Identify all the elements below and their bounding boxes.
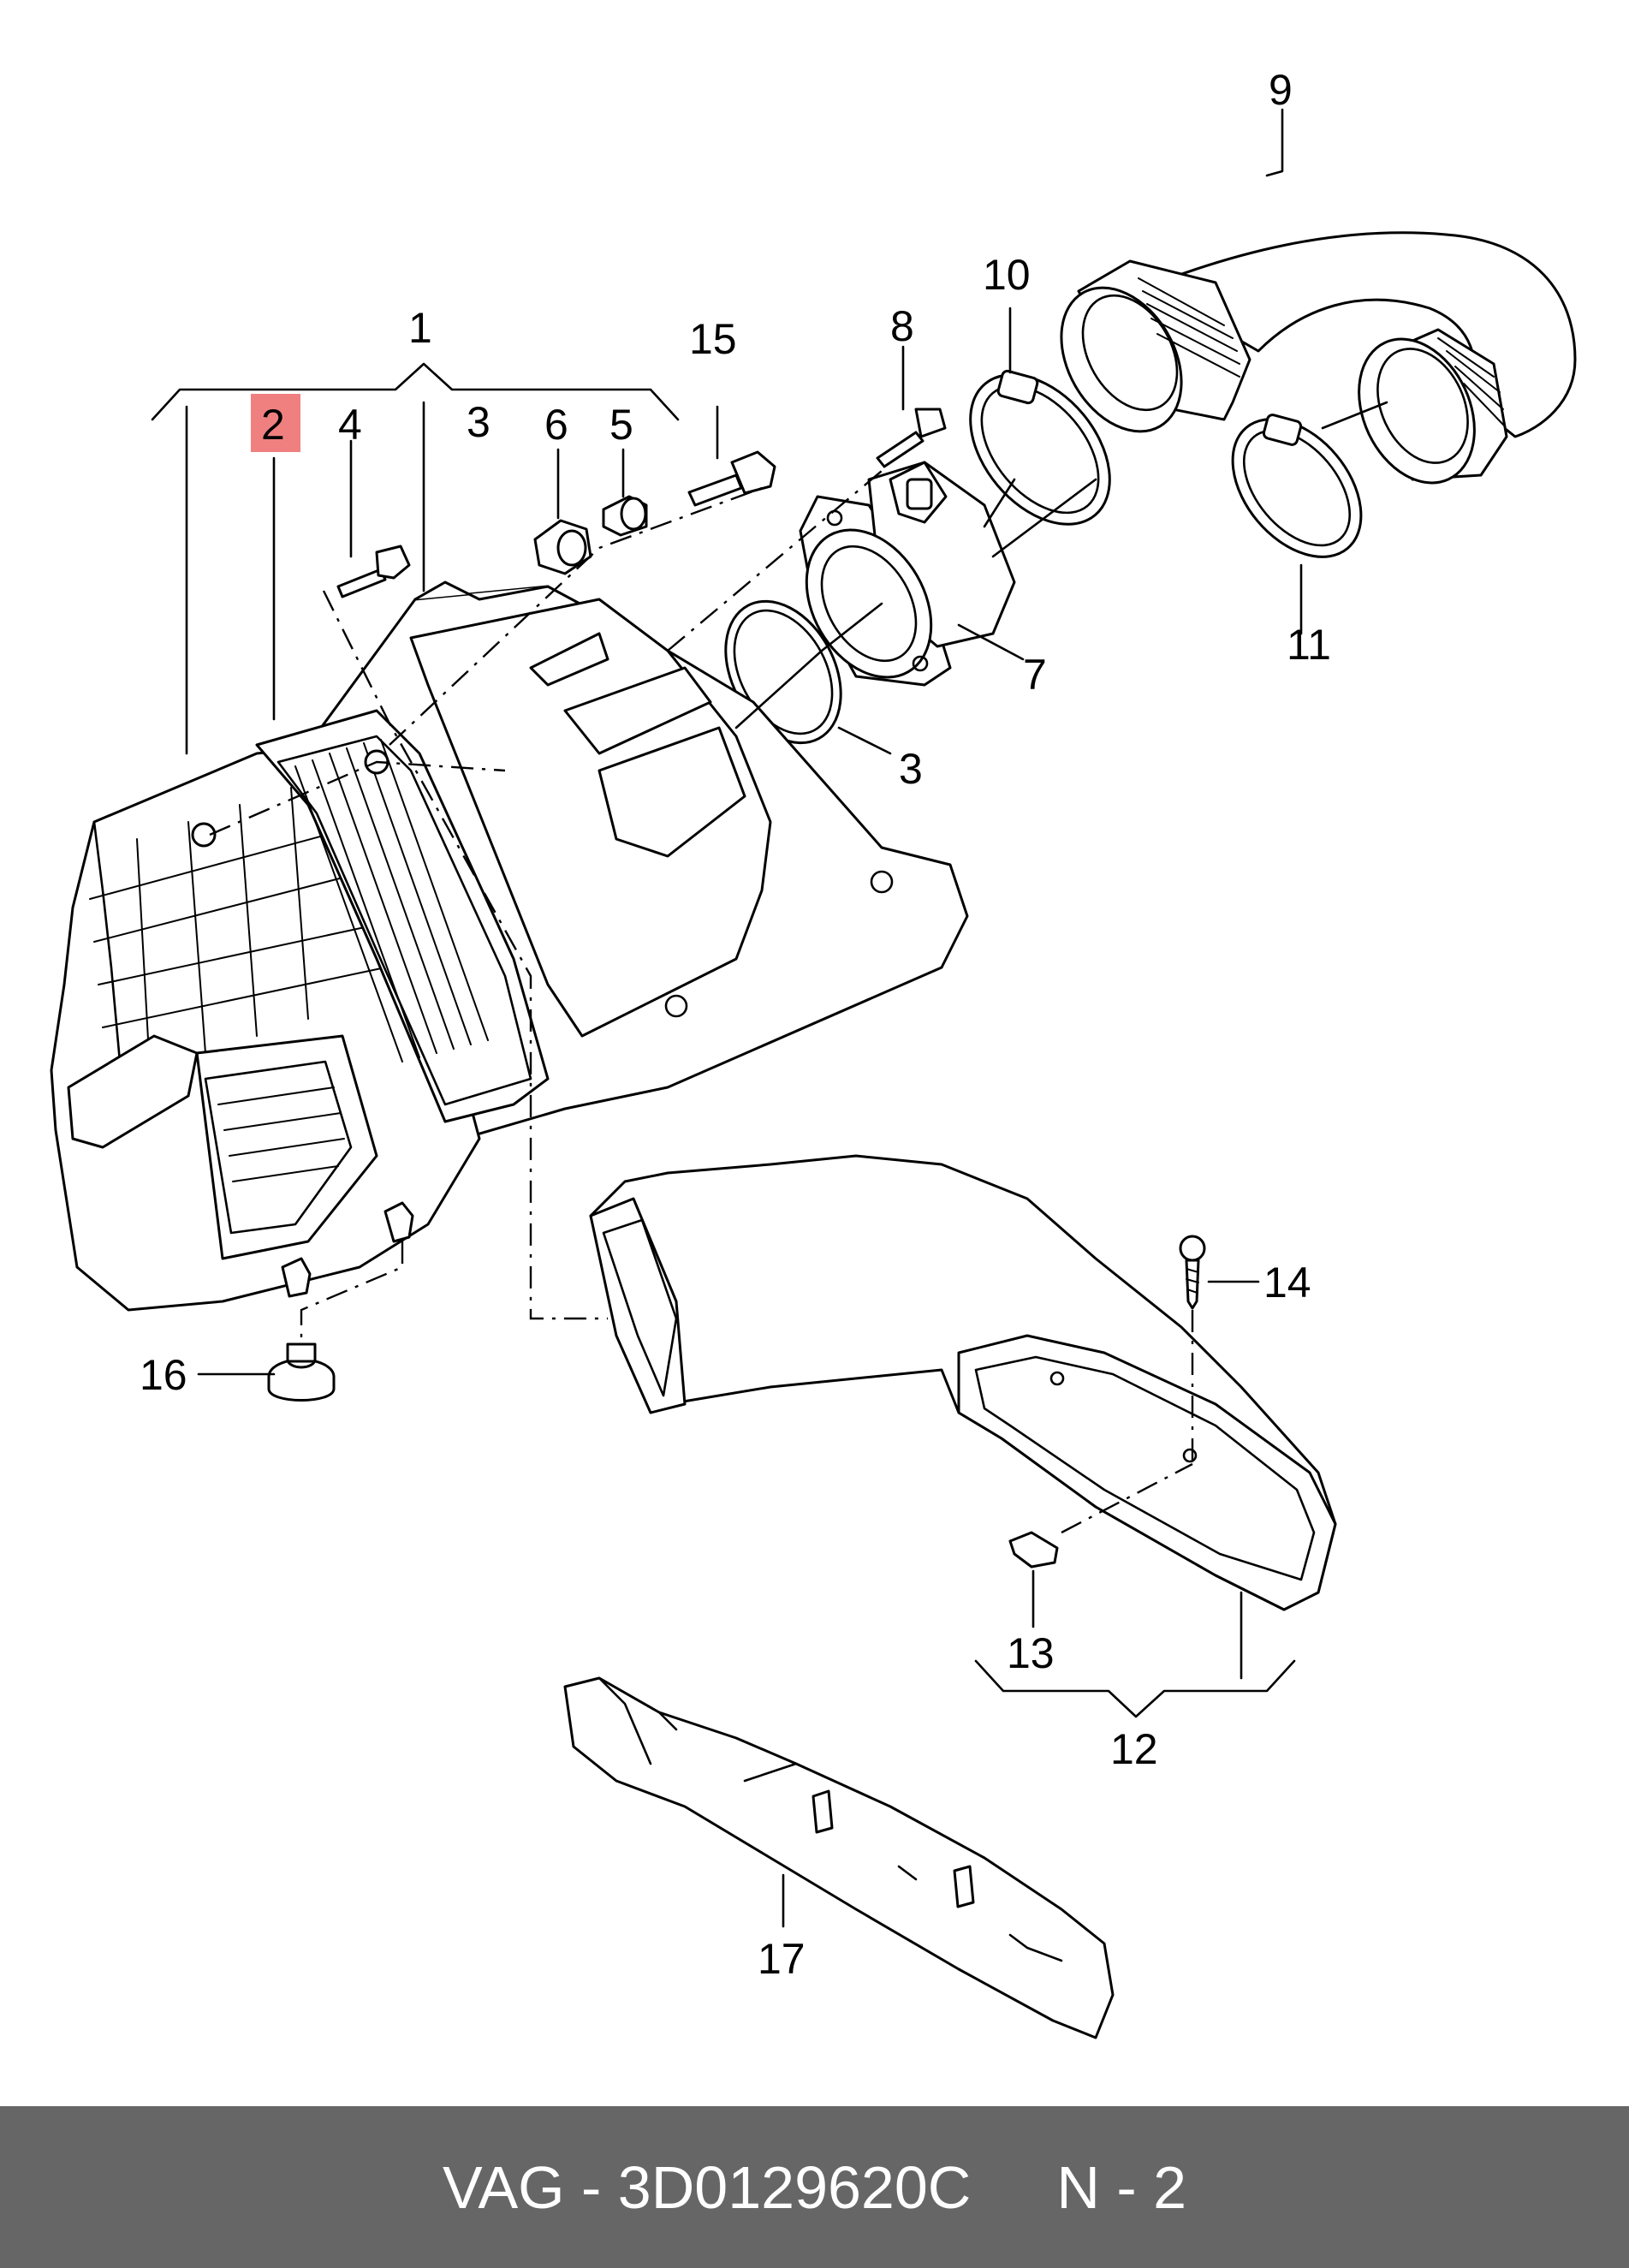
callout-14: 14 [1263,1259,1311,1307]
position-reference: N - 2 [1056,2153,1187,2221]
clip-nut-part-13 [1008,1531,1059,1569]
air-mass-meter-part-7 [799,461,1016,687]
callout-7: 7 [1023,651,1047,699]
parts-diagram: 1 2 3 3 4 5 6 7 8 9 10 11 12 13 14 15 16… [50,66,1577,2039]
grommet-part-5 [602,495,648,537]
intake-duct-part-12 [589,1154,1337,1611]
callout-2: 2 [261,401,285,449]
hose-clamp-part-10 [969,369,1111,526]
callout-9: 9 [1269,66,1293,114]
air-guide-part-17 [563,1676,1115,2039]
callout-13: 13 [1007,1629,1055,1677]
leader-lines [151,108,1388,1928]
rubber-mount-part-16 [267,1342,336,1402]
callout-2-highlight [251,394,300,452]
callout-17: 17 [758,1935,806,1983]
callout-3-lower: 3 [899,745,923,793]
callout-6: 6 [544,401,568,449]
hose-clamp-part-11 [1231,414,1363,558]
bolt-part-15 [687,450,776,507]
callout-1: 1 [408,304,432,352]
filter-element-part-2 [191,709,550,1123]
screw-part-8 [876,408,947,468]
callout-5: 5 [609,401,633,449]
part-reference: VAG - 3D0129620C [442,2153,972,2221]
callout-11: 11 [1287,621,1331,669]
callout-10: 10 [983,251,1031,299]
callouts: 1 2 3 3 4 5 6 7 8 9 10 11 12 13 14 15 16… [140,66,1331,1983]
callout-12: 12 [1110,1725,1158,1773]
callout-16: 16 [140,1351,187,1399]
callout-8: 8 [890,302,914,350]
footer-bar: VAG - 3D0129620C N - 2 [0,2106,1629,2268]
screw-part-4 [336,545,411,598]
callout-3-upper: 3 [467,398,490,446]
rubber-bush-part-6 [533,519,592,575]
screw-part-14 [1179,1235,1206,1310]
intake-hose-part-9 [1060,231,1577,485]
callout-15: 15 [689,315,737,363]
callout-4: 4 [338,401,362,449]
